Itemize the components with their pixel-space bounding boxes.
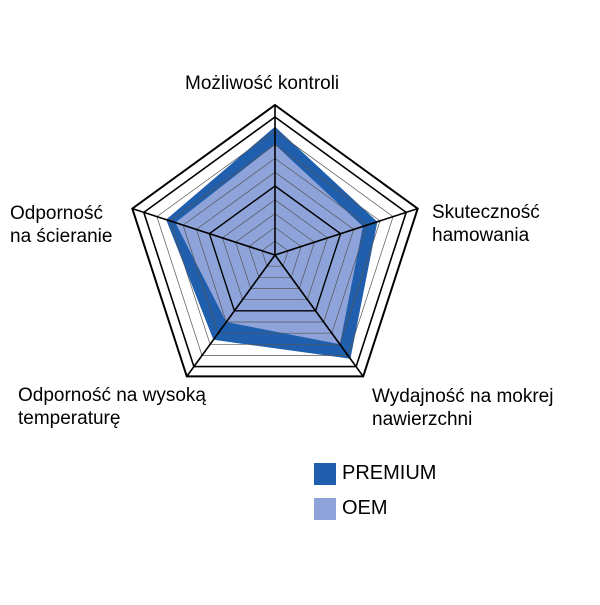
radar-grid-ring: [248, 226, 302, 278]
radar-spoke: [274, 207, 418, 256]
axis-label-line: na ścieranie: [10, 226, 113, 247]
axis-label-line: hamowania: [432, 225, 530, 246]
axis-label-scieranie: Odporność na ścieranie: [10, 202, 112, 248]
radar-frame-inner: [142, 116, 408, 368]
legend-label-oem: OEM: [342, 497, 388, 519]
radar-grid-ring: [182, 157, 368, 334]
axis-label-line: nawierzchni: [372, 409, 473, 430]
legend-item-oem: OEM: [314, 497, 388, 520]
legend-item-premium: PREMIUM: [314, 462, 436, 485]
radar-grid-ring: [235, 213, 315, 289]
radar-frame-outer: [131, 103, 419, 378]
radar-grid-ring: [195, 171, 355, 323]
axis-label-line: temperaturę: [18, 408, 121, 429]
legend-swatch-premium: [314, 462, 336, 485]
axis-label-line: Odporność na wysoką: [18, 385, 206, 406]
radar-spoke: [274, 254, 364, 377]
axis-label-line: Wydajność na mokrej: [372, 386, 554, 407]
radar-grid-ring: [261, 240, 289, 267]
radar-grid-ring: [208, 185, 342, 312]
axis-label-line: Odporność: [10, 203, 103, 224]
radar-spoke: [132, 207, 276, 256]
radar-spoke: [186, 254, 276, 377]
legend-label-premium: PREMIUM: [342, 462, 437, 484]
axis-label-kontrola: Możliwość kontroli: [185, 72, 339, 95]
radar-grid-ring: [156, 130, 394, 356]
legend-swatch-oem: [314, 497, 336, 520]
radar-series-oem: [175, 144, 363, 345]
axis-label-hamowanie: Skuteczność hamowania: [432, 201, 540, 247]
axis-label-wysoka-temperatura: Odporność na wysoką temperaturę: [18, 384, 206, 430]
axis-label-line: Skuteczność: [432, 202, 540, 223]
axis-label-line: Możliwość kontroli: [185, 73, 340, 94]
axis-label-mokra-nawierzchnia: Wydajność na mokrej nawierzchni: [372, 385, 553, 431]
radar-grid-ring: [222, 199, 328, 301]
radar-grid-ring: [169, 144, 381, 345]
